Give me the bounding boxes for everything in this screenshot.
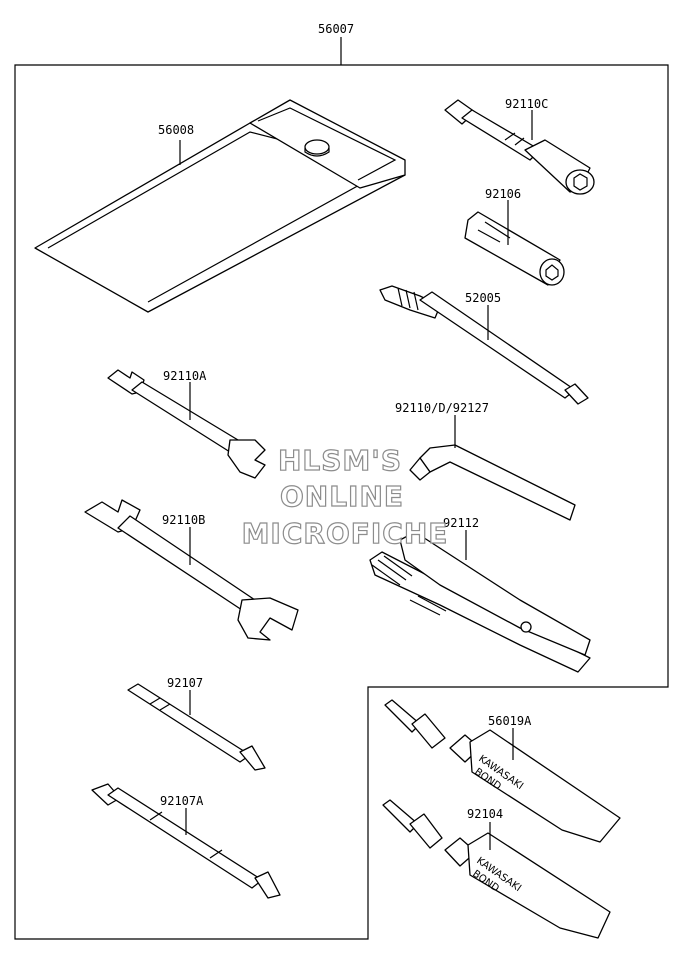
tool-pouch	[34, 99, 406, 313]
watermark-line3: MICROFICHE	[242, 517, 449, 550]
plug-adapter	[464, 211, 565, 286]
label-56019a[interactable]: 56019A	[488, 714, 532, 728]
label-52005[interactable]: 52005	[465, 291, 501, 305]
open-wrench-large	[84, 499, 299, 641]
label-92104[interactable]: 92104	[467, 807, 503, 821]
label-92110a[interactable]: 92110A	[163, 369, 207, 383]
handle-bar	[379, 285, 589, 405]
hex-wrench	[409, 444, 576, 521]
label-hex[interactable]: 92110/D/92127	[395, 401, 489, 415]
label-92107a[interactable]: 92107A	[160, 794, 204, 808]
bond-tube-a: KAWASAKI BOND	[384, 699, 621, 843]
screwdriver	[127, 683, 266, 771]
label-56007[interactable]: 56007	[318, 22, 354, 36]
label-56008[interactable]: 56008	[158, 123, 194, 137]
watermark-line2: ONLINE	[280, 480, 404, 513]
label-92106[interactable]: 92106	[485, 187, 521, 201]
box-wrench	[444, 99, 595, 195]
screwdriver-grip	[91, 783, 281, 899]
set-frame	[14, 64, 669, 940]
pliers	[369, 531, 591, 673]
label-92107[interactable]: 92107	[167, 676, 203, 690]
open-wrench-small	[107, 369, 266, 479]
bond-tube-b: KAWASAKI BOND	[382, 799, 611, 939]
label-92110b[interactable]: 92110B	[162, 513, 205, 527]
label-92110c[interactable]: 92110C	[505, 97, 548, 111]
label-92112[interactable]: 92112	[443, 516, 479, 530]
watermark-line1: HLSM'S	[278, 444, 402, 477]
watermark: HLSM'S ONLINE MICROFICHE	[241, 443, 449, 550]
